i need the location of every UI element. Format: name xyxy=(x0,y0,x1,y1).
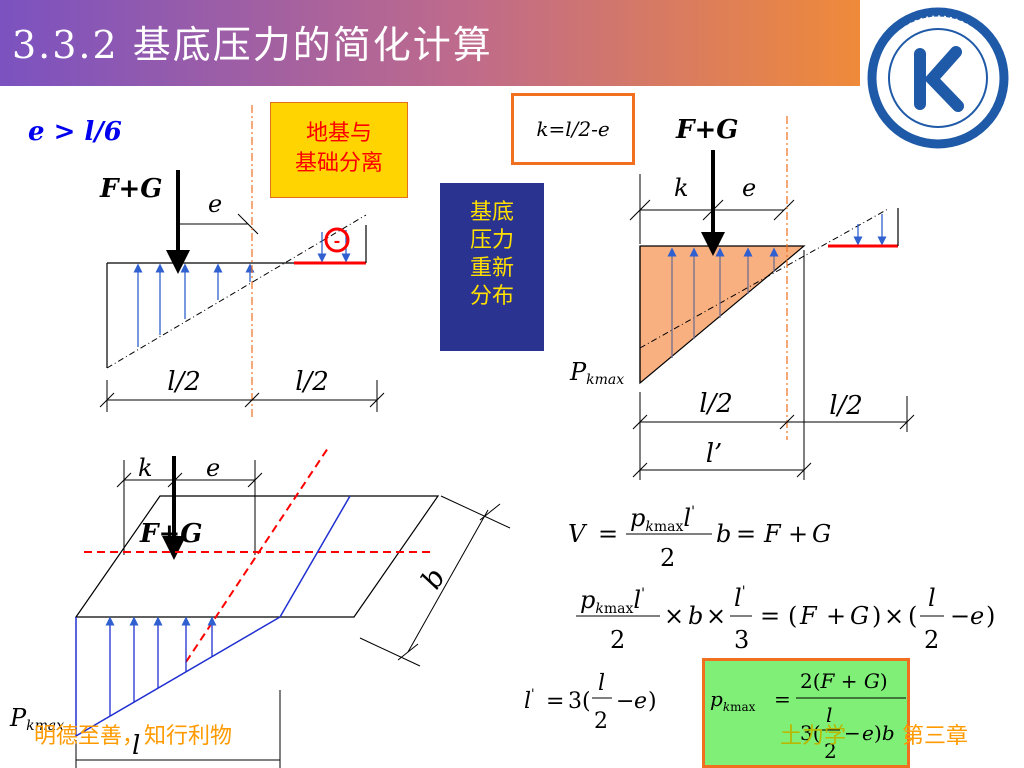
redistribution-note-box: 基底 压力 重新 分布 xyxy=(440,183,544,351)
svg-text:−: − xyxy=(950,602,970,630)
svg-text:+: + xyxy=(826,602,846,630)
svg-text:=: = xyxy=(598,520,618,548)
k-label-3: k xyxy=(138,454,153,482)
svg-text:G: G xyxy=(850,602,869,630)
university-logo xyxy=(860,0,1024,172)
svg-text:−: − xyxy=(616,689,634,714)
svg-text:=: = xyxy=(736,520,756,548)
svg-text:F: F xyxy=(763,520,782,548)
svg-text:pkmax: pkmax xyxy=(710,687,756,714)
pkmax-label-2: Pkmax xyxy=(569,358,624,388)
svg-text:l: l xyxy=(598,671,605,696)
half-l-label-2a: l/2 xyxy=(699,389,733,419)
svg-text:V: V xyxy=(568,520,588,548)
load-label-1: F+G xyxy=(99,174,162,204)
half-l-label-1b: l/2 xyxy=(295,367,329,397)
svg-text:l: l xyxy=(826,703,832,727)
redistributed-pressure-triangle xyxy=(639,245,806,385)
redistribution-line-3: 重新 xyxy=(469,256,514,281)
footer-motto: 明德至善，知行利物 xyxy=(34,724,233,749)
logo-emblem-icon xyxy=(867,7,1009,149)
svg-text:e: e xyxy=(862,721,874,745)
redistribution-line-1: 基底 xyxy=(469,200,514,225)
separation-note-line-2: 基础分离 xyxy=(294,151,383,176)
redistribution-line-2: 压力 xyxy=(469,228,514,253)
result-formula-box xyxy=(702,658,910,768)
separation-note-line-1: 地基与 xyxy=(305,121,372,146)
svg-text:l': l' xyxy=(524,687,535,714)
condition-label: e > l/6 xyxy=(28,117,122,147)
svg-text:-: - xyxy=(334,231,341,250)
svg-text:3(: 3( xyxy=(800,721,821,745)
svg-text:(: ( xyxy=(908,602,917,630)
pressure-arrows-3 xyxy=(105,616,217,716)
load-label-2: F+G xyxy=(675,115,738,145)
svg-text:)b: )b xyxy=(874,721,895,745)
svg-text:b: b xyxy=(716,520,731,548)
equation-l-prime: l' = 3( l 2 − e ) xyxy=(524,671,657,734)
diagram-3d-foundation: k e F+G Pkmax l b xyxy=(9,447,511,768)
svg-text:pkmaxl': pkmaxl' xyxy=(580,586,645,617)
svg-text:e: e xyxy=(634,689,647,714)
tension-circle-icon xyxy=(324,227,350,253)
initial-pressure-line xyxy=(106,214,367,369)
svg-text:2(F + G): 2(F + G) xyxy=(800,669,888,693)
svg-text:): ) xyxy=(986,602,995,630)
red-axis-diagonal xyxy=(185,447,329,663)
svg-text:×: × xyxy=(706,602,726,630)
l-prime-label: l’ xyxy=(706,439,723,469)
half-l-label-2b: l/2 xyxy=(829,391,863,421)
half-l-label-1a: l/2 xyxy=(167,367,201,397)
e-label-2: e xyxy=(742,174,756,202)
svg-text:×: × xyxy=(664,602,684,630)
e-label-1: e xyxy=(208,190,222,218)
svg-text:2: 2 xyxy=(660,544,675,572)
svg-text:3: 3 xyxy=(734,626,749,654)
footer-chapter: 第三章 xyxy=(902,724,969,749)
footer-course: 土力学 xyxy=(780,724,847,749)
svg-text:): ) xyxy=(872,602,881,630)
e-label-3: e xyxy=(206,454,220,482)
load-label-3: F+G xyxy=(139,519,202,549)
pressure-wedge-front xyxy=(75,616,281,738)
svg-text:×: × xyxy=(884,602,904,630)
svg-text:G: G xyxy=(812,520,831,548)
svg-text:3(: 3( xyxy=(568,689,591,714)
slide-title: 3.3.2 基底压力的简化计算 xyxy=(12,23,493,67)
svg-text:2: 2 xyxy=(824,739,837,763)
l-label-3: l xyxy=(132,731,140,761)
svg-text:F: F xyxy=(799,602,818,630)
equation-v: V = pkmaxl' 2 b = F + G xyxy=(568,504,831,572)
svg-text:pkmaxl': pkmaxl' xyxy=(630,504,695,535)
title-bar: 3.3.2 基底压力的简化计算 xyxy=(0,0,860,86)
svg-text:l: l xyxy=(928,584,936,612)
svg-text:): ) xyxy=(648,689,657,714)
b-label: b xyxy=(414,562,451,595)
diagram-initial-distribution: e > l/6 - F+G e l/2 l/2 xyxy=(28,105,385,420)
equation-result: pkmax = 2(F + G) 3( l 2 − e )b xyxy=(710,669,906,763)
svg-text:2: 2 xyxy=(924,626,939,654)
svg-text:=: = xyxy=(760,602,780,630)
pressure-arrows-2 xyxy=(667,247,779,358)
equation-moment: pkmaxl' 2 × b × l' 3 = ( F + G ) × ( l 2… xyxy=(576,584,995,654)
k-formula-box: k=l/2-e xyxy=(511,93,635,165)
svg-text:l': l' xyxy=(734,584,746,612)
k-formula: k=l/2-e xyxy=(536,117,610,141)
separation-note-box: 地基与 基础分离 xyxy=(270,102,408,198)
pkmax-label-3: Pkmax xyxy=(9,704,64,734)
svg-text:2: 2 xyxy=(594,709,608,734)
svg-text:b: b xyxy=(688,602,703,630)
foundation-plate xyxy=(74,495,440,618)
svg-text:+: + xyxy=(788,520,808,548)
svg-text:−: − xyxy=(844,721,861,745)
svg-text:=: = xyxy=(774,687,791,711)
svg-text:e: e xyxy=(970,602,984,630)
k-label-2: k xyxy=(674,174,689,202)
svg-text:(: ( xyxy=(788,602,797,630)
svg-text:2: 2 xyxy=(610,626,625,654)
redistribution-line-4: 分布 xyxy=(469,284,514,309)
diagram-redistributed: F+G k e Pkmax l/2 l/2 l’ xyxy=(569,115,915,480)
svg-text:=: = xyxy=(546,689,564,714)
